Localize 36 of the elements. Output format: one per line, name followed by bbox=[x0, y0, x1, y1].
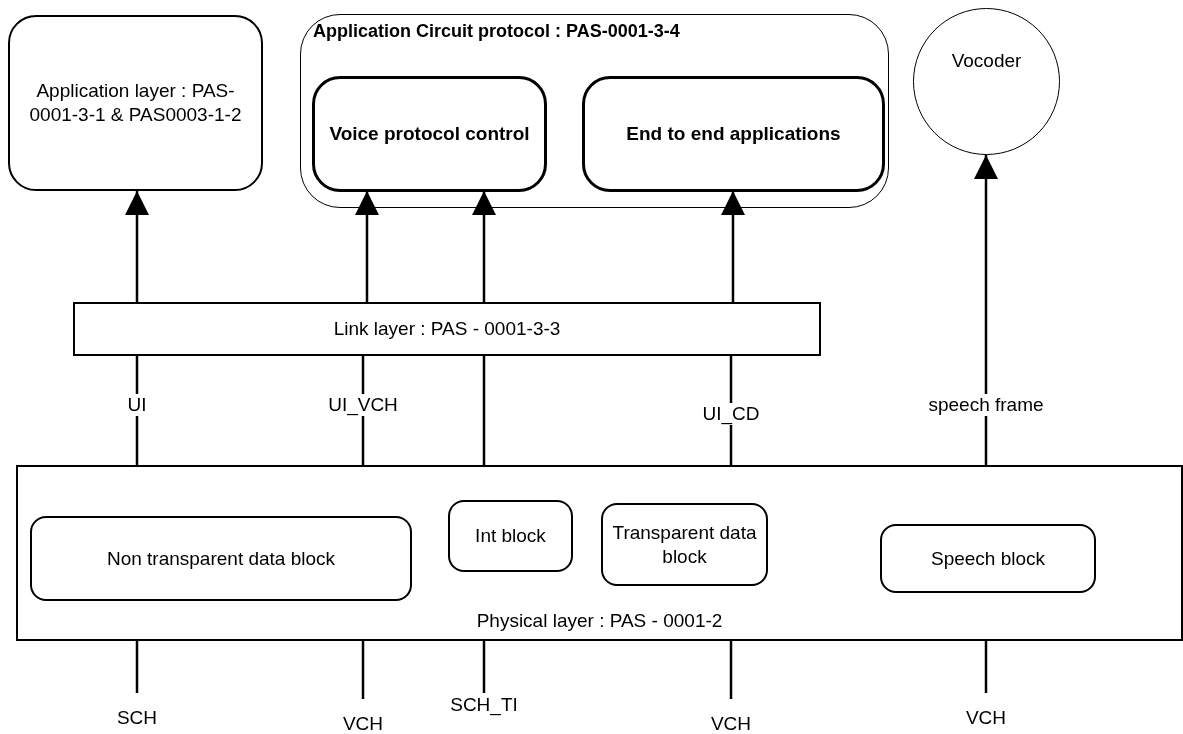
node-label: Voice protocol control bbox=[329, 122, 530, 146]
layer-box bbox=[8, 15, 263, 191]
group-title: Application Circuit protocol : PAS-0001-3-4 bbox=[313, 20, 680, 43]
connector-line bbox=[482, 641, 486, 693]
edge-label: UI_VCH bbox=[326, 394, 400, 416]
block-box bbox=[601, 503, 768, 586]
arrow bbox=[125, 191, 149, 302]
block-box bbox=[880, 524, 1096, 593]
connector-line bbox=[361, 641, 365, 699]
group-container bbox=[300, 14, 889, 208]
node-label: Application layer : PAS-0001-3-1 & PAS0003-1-2 bbox=[28, 79, 243, 127]
node-label: Int block bbox=[475, 524, 546, 548]
layer-bar bbox=[73, 302, 821, 356]
edge-label: speech frame bbox=[926, 394, 1046, 416]
node-label: Transparent data block bbox=[611, 520, 758, 569]
connector-line bbox=[729, 641, 733, 699]
edge-label: UI_CD bbox=[700, 403, 762, 425]
block-box bbox=[448, 500, 573, 572]
arrow bbox=[721, 191, 745, 302]
node-label: Speech block bbox=[930, 546, 1046, 571]
protocol-box bbox=[312, 76, 547, 192]
arrow bbox=[974, 155, 998, 465]
connector-line bbox=[482, 356, 486, 465]
connector-line bbox=[135, 356, 139, 465]
connector-line bbox=[135, 641, 139, 693]
node-label: End to end applications bbox=[626, 122, 841, 146]
connector-line bbox=[984, 641, 988, 693]
protocol-box bbox=[582, 76, 885, 192]
node-label: Physical layer : PAS - 0001-2 bbox=[476, 609, 723, 633]
layer-box bbox=[16, 465, 1183, 641]
arrow bbox=[355, 191, 379, 302]
node-label: Link layer : PAS - 0001-3-3 bbox=[333, 317, 561, 341]
block-box bbox=[30, 516, 412, 601]
node-label: Non transparent data block bbox=[106, 546, 336, 571]
arrow bbox=[472, 191, 496, 302]
node-label: Vocoder bbox=[951, 49, 1022, 73]
